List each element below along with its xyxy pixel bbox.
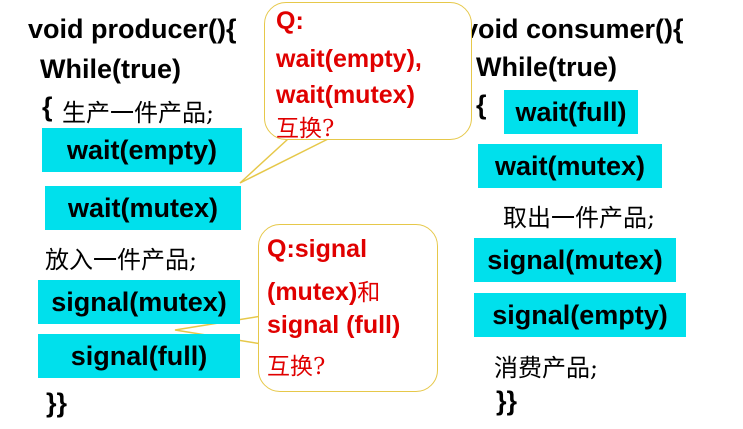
callout-1-bubble: Q: wait(empty), wait(mutex) 互换?: [264, 2, 472, 142]
callout-2-q-prefix: Q:: [267, 235, 295, 263]
callout-1-q: Q:: [276, 7, 304, 35]
callout-2-line2-a: (mutex): [267, 278, 358, 306]
producer-put-item: 放入一件产品;: [45, 246, 198, 274]
consumer-while: While(true): [476, 52, 617, 82]
producer-header: void producer(){: [28, 14, 237, 44]
consumer-brace-open: {: [476, 90, 487, 120]
producer-wait-empty: wait(empty): [42, 128, 242, 172]
producer-brace-close: }}: [46, 388, 68, 418]
consumer-signal-mutex: signal(mutex): [474, 238, 676, 282]
producer-signal-mutex: signal(mutex): [38, 280, 240, 324]
producer-wait-mutex: wait(mutex): [45, 186, 241, 230]
consumer-header: void consumer(){: [463, 14, 684, 44]
callout-2-line2-b: 和: [357, 280, 381, 306]
callout-2-bubble: Q:signal (mutex)和 signal (full) 互换?: [258, 224, 438, 392]
callout-1-line3: 互换?: [276, 116, 335, 142]
producer-signal-full: signal(full): [38, 334, 240, 378]
consumer-brace-close: }}: [496, 386, 518, 416]
consumer-wait-mutex: wait(mutex): [478, 144, 662, 188]
callout-2-line2: (mutex)和: [267, 273, 380, 307]
callout-2-line1: Q:signal: [267, 235, 367, 264]
callout-1-pointer: [239, 127, 331, 184]
producer-produce-item: 生产一件产品;: [62, 99, 215, 127]
producer-while: While(true): [40, 54, 181, 84]
callout-2-line3: signal (full): [267, 311, 401, 339]
consumer-consume-item: 消费产品;: [494, 354, 599, 382]
consumer-wait-full: wait(full): [504, 90, 638, 134]
callout-1-line2: wait(mutex): [276, 81, 415, 109]
consumer-take-item: 取出一件产品;: [503, 204, 656, 232]
callout-2-q-rest: signal: [294, 235, 368, 263]
callout-1-line1: wait(empty),: [276, 45, 422, 73]
callout-2-line4: 互换?: [267, 354, 326, 380]
consumer-signal-empty: signal(empty): [474, 293, 686, 337]
producer-brace-open: {: [42, 92, 53, 122]
